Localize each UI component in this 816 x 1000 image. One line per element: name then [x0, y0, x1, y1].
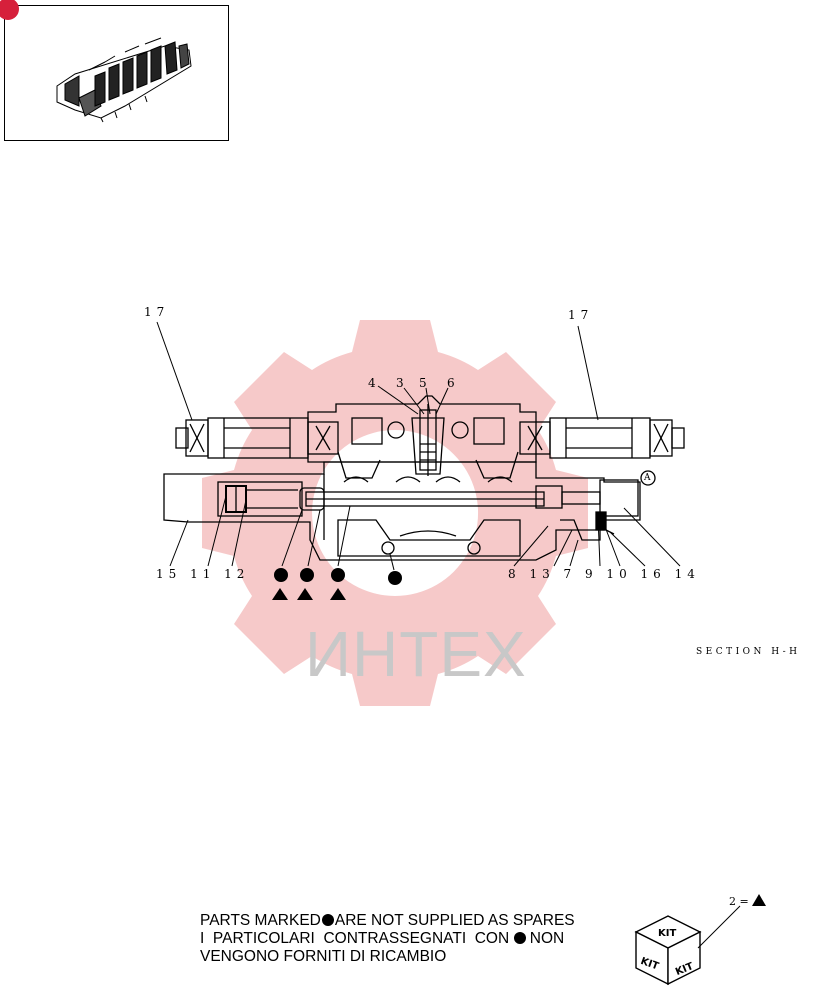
callout-3: 3 — [396, 376, 409, 390]
callout-4: 4 — [368, 376, 381, 390]
kit-triangle-3 — [330, 588, 346, 600]
notes-line-1-pre: PARTS MARKED — [200, 912, 321, 929]
notes-line-3: VENGONO FORNITI DI RICAMBIO — [200, 948, 447, 965]
callout-group-right: 8 13 7 9 10 16 14 — [508, 567, 700, 581]
callout-17-right: 17 — [568, 308, 594, 322]
kit-legend: 2 = — [729, 894, 767, 908]
leader-17-right — [577, 325, 599, 421]
kit-legend-text: 2 = — [729, 895, 749, 908]
dot-symbol — [321, 914, 334, 926]
not-supplied-dot-4 — [388, 571, 402, 585]
page-badge — [0, 0, 19, 20]
watermark-text: ИНТЕХ — [305, 618, 527, 690]
notes-line-1: PARTS MARKED ARE NOT SUPPLIED AS SPARES — [200, 912, 575, 930]
not-supplied-dot-1 — [274, 568, 288, 582]
callout-group-left: 15 11 12 — [156, 567, 250, 581]
dot-symbol — [513, 932, 526, 944]
notes-line-2-post: NON — [525, 930, 565, 947]
callout-6: 6 — [447, 376, 460, 390]
notes-line-1-post: ARE NOT SUPPLIED AS SPARES — [334, 912, 575, 929]
left-solenoid-cap — [175, 427, 189, 449]
not-supplied-dot-2 — [300, 568, 314, 582]
callout-17-left: 17 — [144, 305, 170, 319]
kit-triangle-2 — [297, 588, 313, 600]
triangle-icon — [752, 894, 767, 906]
notes-line-2-pre: I PARTICOLARI CONTRASSEGNATI CON — [200, 930, 510, 947]
not-supplied-dot-3 — [331, 568, 345, 582]
assembly-thumbnail[interactable] — [0, 0, 229, 141]
spares-notes: PARTS MARKED ARE NOT SUPPLIED AS SPARES I… — [200, 912, 575, 966]
callout-5: 5 — [419, 376, 432, 390]
kit-label-top: KIT — [658, 928, 676, 939]
kit-triangle-1 — [272, 588, 288, 600]
section-label: SECTION H-H — [696, 647, 801, 657]
notes-line-2: I PARTICOLARI CONTRASSEGNATI CON NON — [200, 930, 575, 948]
section-circle-letter: A — [644, 473, 651, 483]
section-circle-marker — [640, 470, 656, 486]
assembly-thumbnail-drawing — [56, 37, 192, 123]
leader-17-left — [156, 321, 193, 421]
